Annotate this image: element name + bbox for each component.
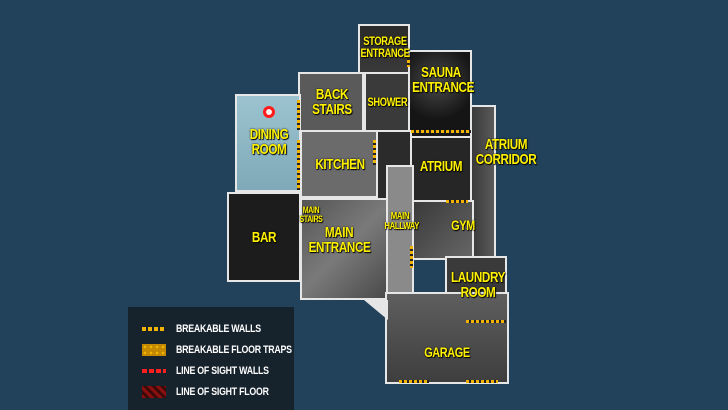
breakable-wall	[297, 100, 300, 130]
line-of-sight-walls-swatch-icon	[142, 369, 166, 373]
room-garage[interactable]	[385, 292, 509, 384]
label-gym: GYM	[451, 217, 475, 233]
breakable-wall	[466, 380, 498, 383]
breakable-wall	[446, 200, 468, 203]
map-legend: BREAKABLE WALLS BREAKABLE FLOOR TRAPS LI…	[128, 307, 294, 410]
breakable-wall	[373, 140, 376, 165]
label-garage: GARAGE	[424, 344, 470, 360]
legend-item-breakable-walls: BREAKABLE WALLS	[142, 322, 282, 336]
label-atrium-corridor: ATRIUM CORRIDOR	[475, 136, 537, 168]
breakable-wall	[410, 246, 413, 268]
breakable-floor-traps-swatch-icon	[142, 344, 166, 356]
label-atrium: ATRIUM	[419, 158, 463, 175]
label-sauna-entrance: SAUNA ENTRANCE	[412, 64, 475, 96]
breakable-walls-swatch-icon	[142, 327, 166, 331]
room-main-entrance[interactable]	[300, 198, 388, 300]
label-main-hallway: MAIN HALLWAY	[384, 211, 420, 232]
legend-label: BREAKABLE FLOOR TRAPS	[176, 344, 292, 356]
breakable-wall	[399, 380, 429, 383]
room-dining-room[interactable]	[235, 94, 301, 192]
breakable-wall	[466, 320, 506, 323]
room-storage-entrance[interactable]	[358, 24, 410, 76]
room-shower[interactable]	[364, 72, 410, 132]
line-of-sight-floor-swatch-icon	[142, 386, 166, 398]
label-shower: SHOWER	[367, 95, 408, 109]
legend-item-line-of-sight-floor: LINE OF SIGHT FLOOR	[142, 385, 292, 399]
label-laundry-room: LAUNDRY ROOM	[450, 269, 506, 301]
label-storage-entrance: STORAGE ENTRANCE	[360, 34, 410, 60]
breakable-wall	[407, 55, 410, 67]
label-main-stairs: MAIN STAIRS	[299, 205, 323, 224]
legend-item-line-of-sight-walls: LINE OF SIGHT WALLS	[142, 364, 292, 378]
room-gym[interactable]	[412, 200, 474, 260]
label-dining-room: DINING ROOM	[249, 126, 289, 158]
legend-item-breakable-floor-traps: BREAKABLE FLOOR TRAPS	[142, 343, 321, 357]
breakable-wall	[297, 140, 300, 190]
breakable-wall	[411, 130, 471, 133]
location-pin-icon[interactable]	[263, 106, 275, 118]
legend-label: BREAKABLE WALLS	[176, 323, 261, 335]
room-bar[interactable]	[227, 192, 301, 282]
legend-label: LINE OF SIGHT FLOOR	[176, 386, 269, 398]
room-atrium[interactable]	[410, 136, 472, 204]
label-kitchen: KITCHEN	[315, 156, 365, 173]
legend-label: LINE OF SIGHT WALLS	[176, 365, 269, 377]
label-back-stairs: BACK STAIRS	[312, 86, 352, 118]
label-bar: BAR	[251, 229, 277, 246]
label-main-entrance: MAIN ENTRANCE	[308, 224, 371, 256]
